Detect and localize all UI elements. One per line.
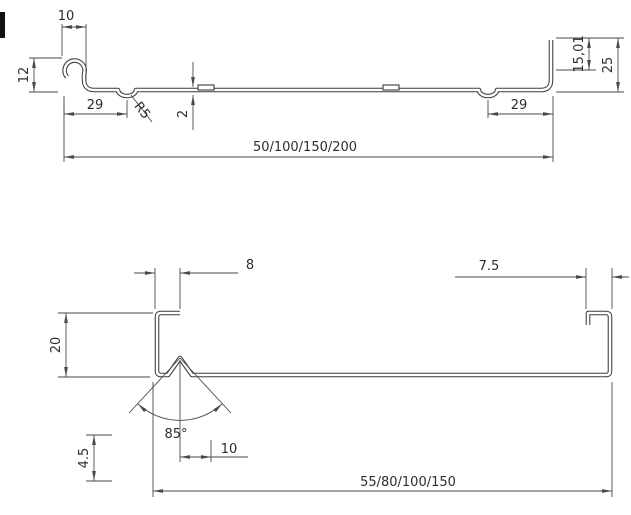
dim-top-flange-height: 25: [556, 38, 624, 93]
dim-label: 12: [17, 67, 32, 84]
leader-line: [130, 94, 153, 123]
dim-label: 55/80/100/150: [360, 475, 456, 490]
angle-label: 85°: [164, 427, 187, 442]
dim-bottom-overall: 55/80/100/150: [152, 382, 613, 497]
dim-label: 20: [49, 337, 64, 354]
top-view: 10 12 29 R5 2: [17, 9, 624, 162]
dim-top-flange-upper: 15,01: [556, 35, 624, 73]
dim-label: 50/100/150/200: [253, 140, 357, 155]
dim-bottom-wall-height: 20: [49, 312, 153, 378]
dim-bottom-rib-offset: 10: [180, 440, 248, 462]
dim-bottom-lip-width: 8: [134, 258, 254, 309]
dim-bottom-right-lip: 7.5: [455, 259, 629, 309]
angle-vertex-line: [179, 357, 232, 414]
dim-bottom-rib-depth: 4.5: [77, 434, 112, 482]
dim-label: 10: [221, 442, 238, 457]
dim-top-thickness: 2: [176, 62, 195, 130]
bottom-view: 8 7.5 20 4.5 8: [49, 258, 629, 497]
top-profile-outline: [65, 40, 551, 96]
dim-top-lip-width: 10: [58, 9, 87, 80]
dim-top-left-offset: 29: [63, 96, 128, 118]
screen-edge-artifact: [0, 12, 5, 38]
dim-label: 4.5: [77, 448, 92, 469]
dim-label: 8: [246, 258, 254, 273]
dim-label: 2: [176, 110, 191, 118]
bottom-profile-outline: [157, 313, 610, 375]
dim-top-overall: 50/100/150/200: [63, 96, 554, 162]
top-profile-tab-right: [382, 84, 400, 91]
bottom-profile-inner: [155, 311, 612, 377]
dim-top-hook-height: 12: [17, 57, 62, 93]
radius-callout: R5: [130, 94, 153, 123]
top-profile-inner: [63, 38, 553, 98]
angle-dimension: 85°: [128, 357, 232, 462]
angle-arc: [137, 403, 223, 421]
angle-vertex-line: [128, 357, 181, 414]
dim-label: 15,01: [572, 35, 587, 72]
dim-label: 10: [58, 9, 75, 24]
dim-label: 29: [87, 98, 104, 113]
dim-top-right-offset: 29: [487, 98, 553, 118]
dim-label: 25: [601, 57, 616, 74]
dim-label: 7.5: [479, 259, 500, 274]
dim-label: 29: [511, 98, 528, 113]
top-profile-tab-left: [197, 84, 215, 91]
